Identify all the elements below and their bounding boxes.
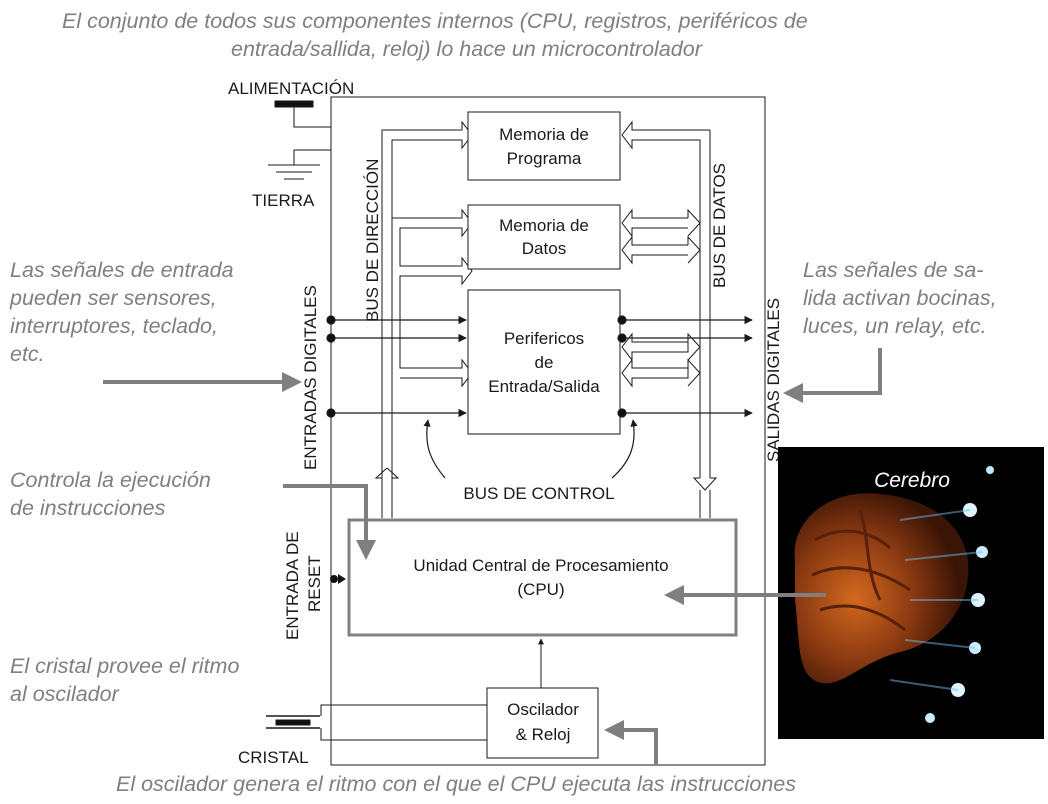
program-memory-line-1: Memoria de [499,125,589,144]
digital-outputs-label: SALIDAS DIGITALES [764,298,783,462]
control-note-line-1: Controla la ejecución [10,468,211,492]
cpu-line-2: (CPU) [517,580,564,599]
reset-label-line-1: ENTRADA DE [283,531,302,640]
inputs-note-line-4: etc. [10,342,45,366]
program-memory-block: Memoria de Programa [467,111,621,181]
control-note-line-2: de instrucciones [10,496,166,520]
cpu-block: Unidad Central de Procesamiento (CPU) [347,518,738,637]
tierra-label: TIERRA [252,191,315,210]
header-note-line-1: El conjunto de todos sus componentes int… [62,9,808,33]
oscillator-note: El oscilador genera el ritmo con el que … [116,772,796,796]
outputs-note-line-2: lida activan bocinas, [803,286,997,310]
cpu-line-1: Unidad Central de Procesamiento [413,556,668,575]
address-bus-label: BUS DE DIRECCIÓN [363,159,382,322]
digital-input-lines [326,315,467,418]
crystal-note-line-2: al oscilador [10,682,119,706]
peripherals-line-1: Perifericos [504,329,584,348]
program-memory-line-2: Programa [507,149,582,168]
peripherals-line-2: de [535,353,554,372]
data-memory-line-1: Memoria de [499,216,589,235]
inputs-note-line-3: interruptores, teclado, [10,314,218,338]
annotation-arrows [103,348,882,765]
data-memory-block: Memoria de Datos [467,204,621,270]
inputs-note-line-1: Las señales de entrada [10,258,234,282]
crystal-label: CRISTAL [238,748,309,767]
inputs-note-line-2: pueden ser sensores, [10,286,217,310]
alimentacion-label: ALIMENTACIÓN [228,79,354,98]
digital-inputs-label: ENTRADAS DIGITALES [301,285,320,470]
outputs-note-line-1: Las señales de sa- [803,258,984,282]
brain-label: Cerebro [874,469,950,492]
header-note-line-2: entrada/sallida, reloj) lo hace un micro… [231,37,702,61]
oscillator-line-2: & Reloj [516,725,571,744]
crystal-symbol [266,704,487,741]
control-bus-label: BUS DE CONTROL [463,484,614,503]
oscillator-block: Oscilador & Reloj [486,638,599,759]
reset-input-symbol [330,574,346,584]
control-bus-curves [423,419,638,479]
chip-outline [330,96,766,766]
data-memory-line-2: Datos [522,239,566,258]
peripherals-block: Perifericos de Entrada/Salida [467,289,621,435]
data-bus-label: BUS DE DATOS [710,163,729,288]
power-ground-symbols [268,100,331,180]
oscillator-line-1: Oscilador [507,700,579,719]
crystal-note-line-1: El cristal provee el ritmo [10,654,240,678]
digital-output-lines [617,315,753,418]
outputs-note-line-3: luces, un relay, etc. [803,314,987,338]
peripherals-line-3: Entrada/Salida [488,377,600,396]
reset-label-line-2: RESET [305,555,324,612]
